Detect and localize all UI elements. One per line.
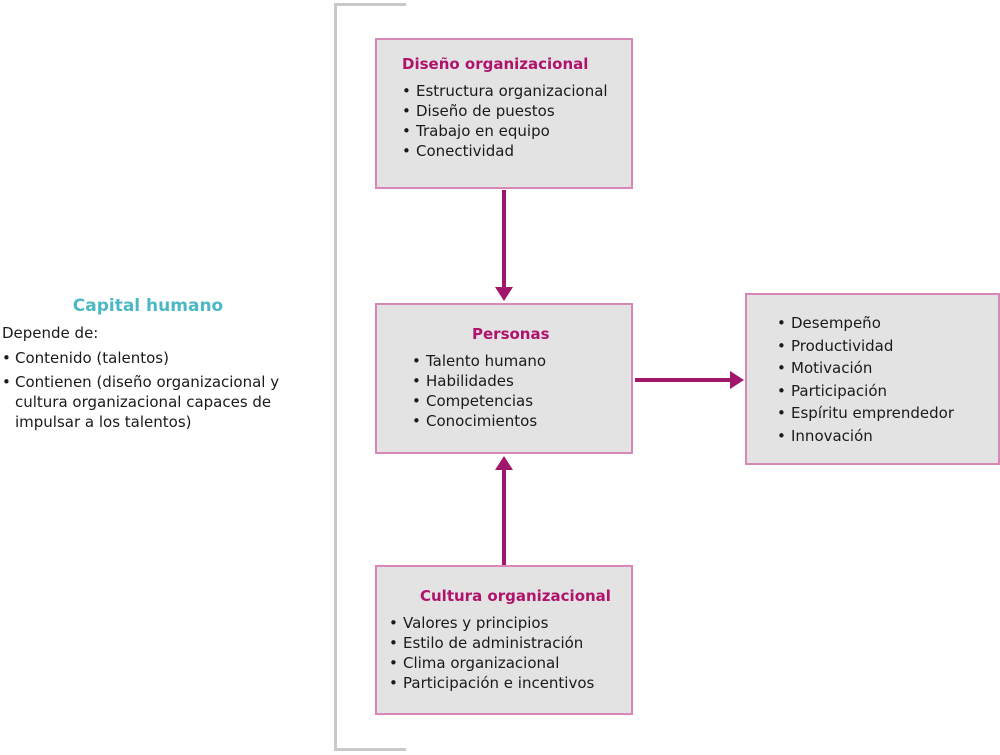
box-title: Cultura organizacional: [420, 587, 611, 605]
personas-box: Personas Talento humano Habilidades Comp…: [375, 303, 633, 454]
left-list: Contenido (talentos) Contienen (diseño o…: [0, 348, 300, 432]
resultados-box: Desempeño Productividad Motivación Parti…: [745, 293, 1000, 465]
list-item: Motivación: [777, 357, 998, 380]
list-item: Conocimientos: [412, 411, 631, 431]
list-item: Participación e incentivos: [389, 673, 631, 693]
box-list: Talento humano Habilidades Competencias …: [412, 351, 631, 431]
box-title: Personas: [472, 325, 550, 343]
list-item: Desempeño: [777, 312, 998, 335]
list-item: Competencias: [412, 391, 631, 411]
arrow-personas-to-resultados: [635, 371, 744, 389]
list-item: Clima organizacional: [389, 653, 631, 673]
left-panel: Capital humano Depende de: Contenido (ta…: [0, 296, 300, 436]
list-item: Valores y principios: [389, 613, 631, 633]
box-list: Valores y principios Estilo de administr…: [389, 613, 631, 693]
list-item: Trabajo en equipo: [402, 121, 631, 141]
left-list-item: Contienen (diseño organizacional y cultu…: [0, 372, 300, 432]
list-item: Productividad: [777, 335, 998, 358]
diseno-organizacional-box: Diseño organizacional Estructura organiz…: [375, 38, 633, 189]
arrow-diseno-to-personas: [495, 190, 513, 301]
list-item: Innovación: [777, 425, 998, 448]
capital-humano-title: Capital humano: [72, 296, 224, 316]
cultura-organizacional-box: Cultura organizacional Valores y princip…: [375, 565, 633, 715]
arrow-cultura-to-personas: [495, 456, 513, 565]
list-item: Talento humano: [412, 351, 631, 371]
box-list: Desempeño Productividad Motivación Parti…: [777, 312, 998, 447]
list-item: Habilidades: [412, 371, 631, 391]
list-item: Conectividad: [402, 141, 631, 161]
grouping-bracket: [334, 3, 406, 751]
list-item: Diseño de puestos: [402, 101, 631, 121]
box-title: Diseño organizacional: [402, 55, 589, 73]
list-item: Participación: [777, 380, 998, 403]
list-item: Estructura organizacional: [402, 81, 631, 101]
left-list-item: Contenido (talentos): [0, 348, 300, 368]
depende-de-label: Depende de:: [2, 324, 99, 342]
box-list: Estructura organizacional Diseño de pues…: [402, 81, 631, 161]
list-item: Espíritu emprendedor: [777, 402, 998, 425]
list-item: Estilo de administración: [389, 633, 631, 653]
